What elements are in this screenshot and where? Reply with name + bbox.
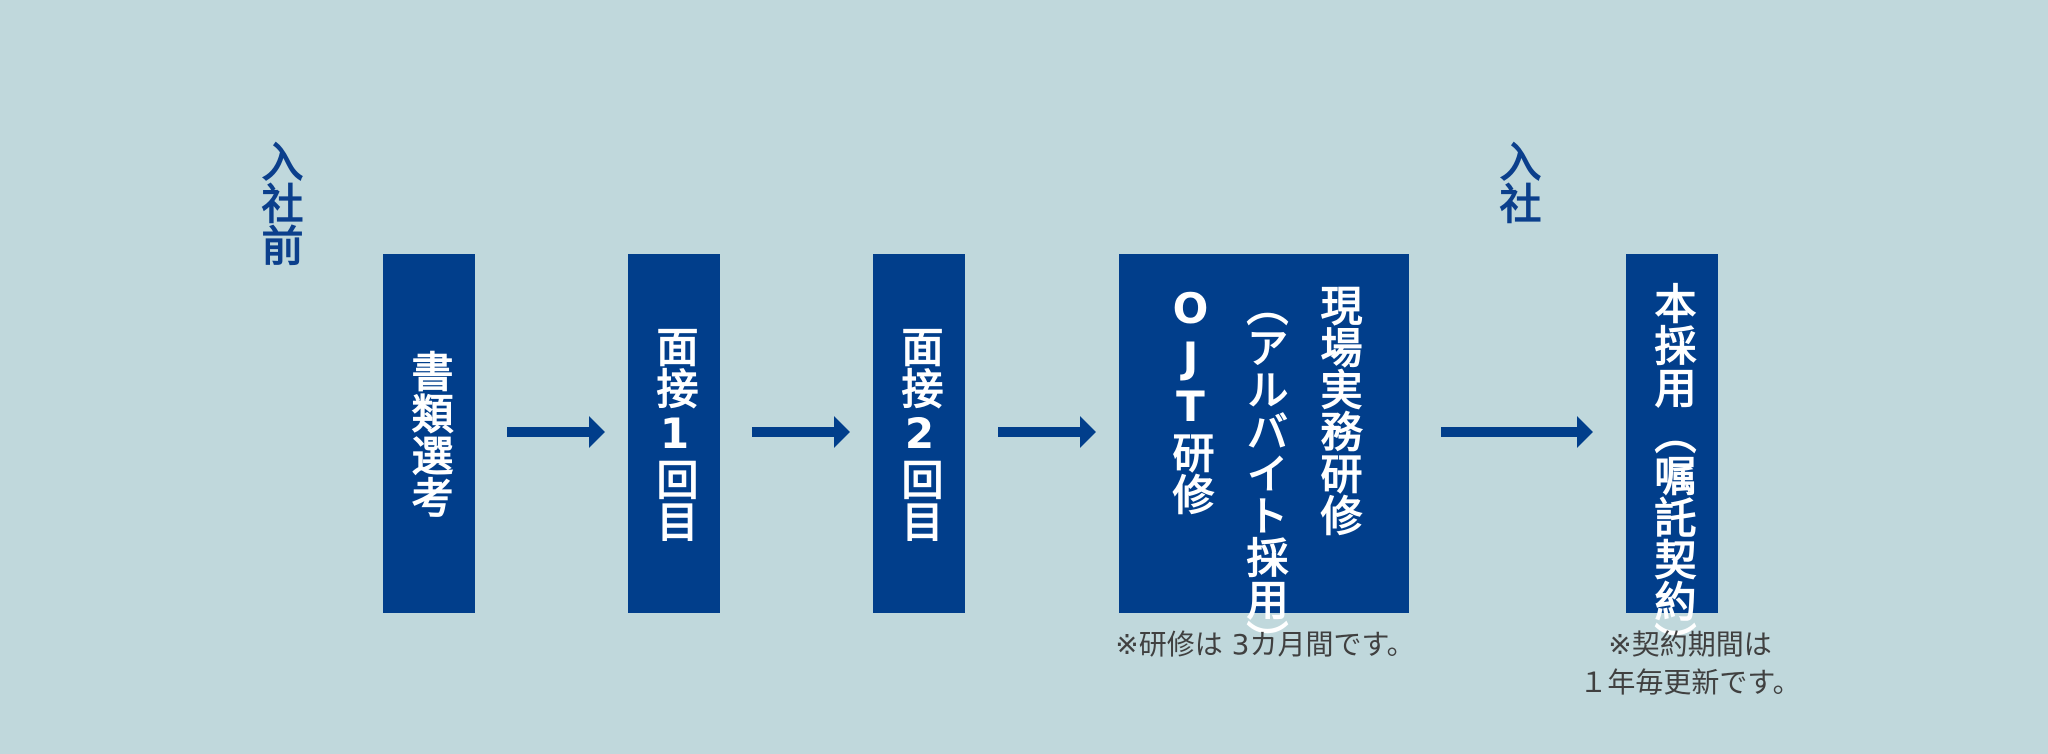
step-full-hire-paren-label: （嘱託契約） [1648,412,1697,664]
note-training-duration: ※研修は 3カ月間です。 [1115,628,1415,661]
note-contract-period: ※契約期間は １年毎更新です。 [1540,626,1840,702]
note-contract-line-1: ※契約期間は [1608,628,1772,661]
step-full-hire-label: 本採用 [1648,282,1697,408]
arrow-1 [507,416,605,448]
step-document-screening: 書類選考 [383,254,475,613]
step-training: 現場実務研修 （アルバイト採用） OJT研修 [1119,254,1409,662]
step-training-ojt-label: OJT研修 [1166,283,1215,515]
step-interview-1-label: 面接1回目 [650,325,699,542]
arrow-3 [998,416,1096,448]
step-training-main-label: 現場実務研修 [1314,283,1363,536]
step-document-screening-label: 書類選考 [405,349,454,518]
step-full-hire: 本採用 （嘱託契約） [1626,254,1718,664]
step-training-paren-label: （アルバイト採用） [1240,283,1289,662]
step-interview-1: 面接1回目 [628,254,720,613]
step-interview-2-label: 面接2回目 [895,325,944,542]
phase-label-joining: 入社 [1493,140,1542,224]
arrow-2 [752,416,850,448]
note-contract-line-2: １年毎更新です。 [1579,666,1801,699]
arrow-4 [1441,416,1593,448]
phase-label-pre-joining: 入社前 [255,140,304,266]
step-interview-2: 面接2回目 [873,254,965,613]
